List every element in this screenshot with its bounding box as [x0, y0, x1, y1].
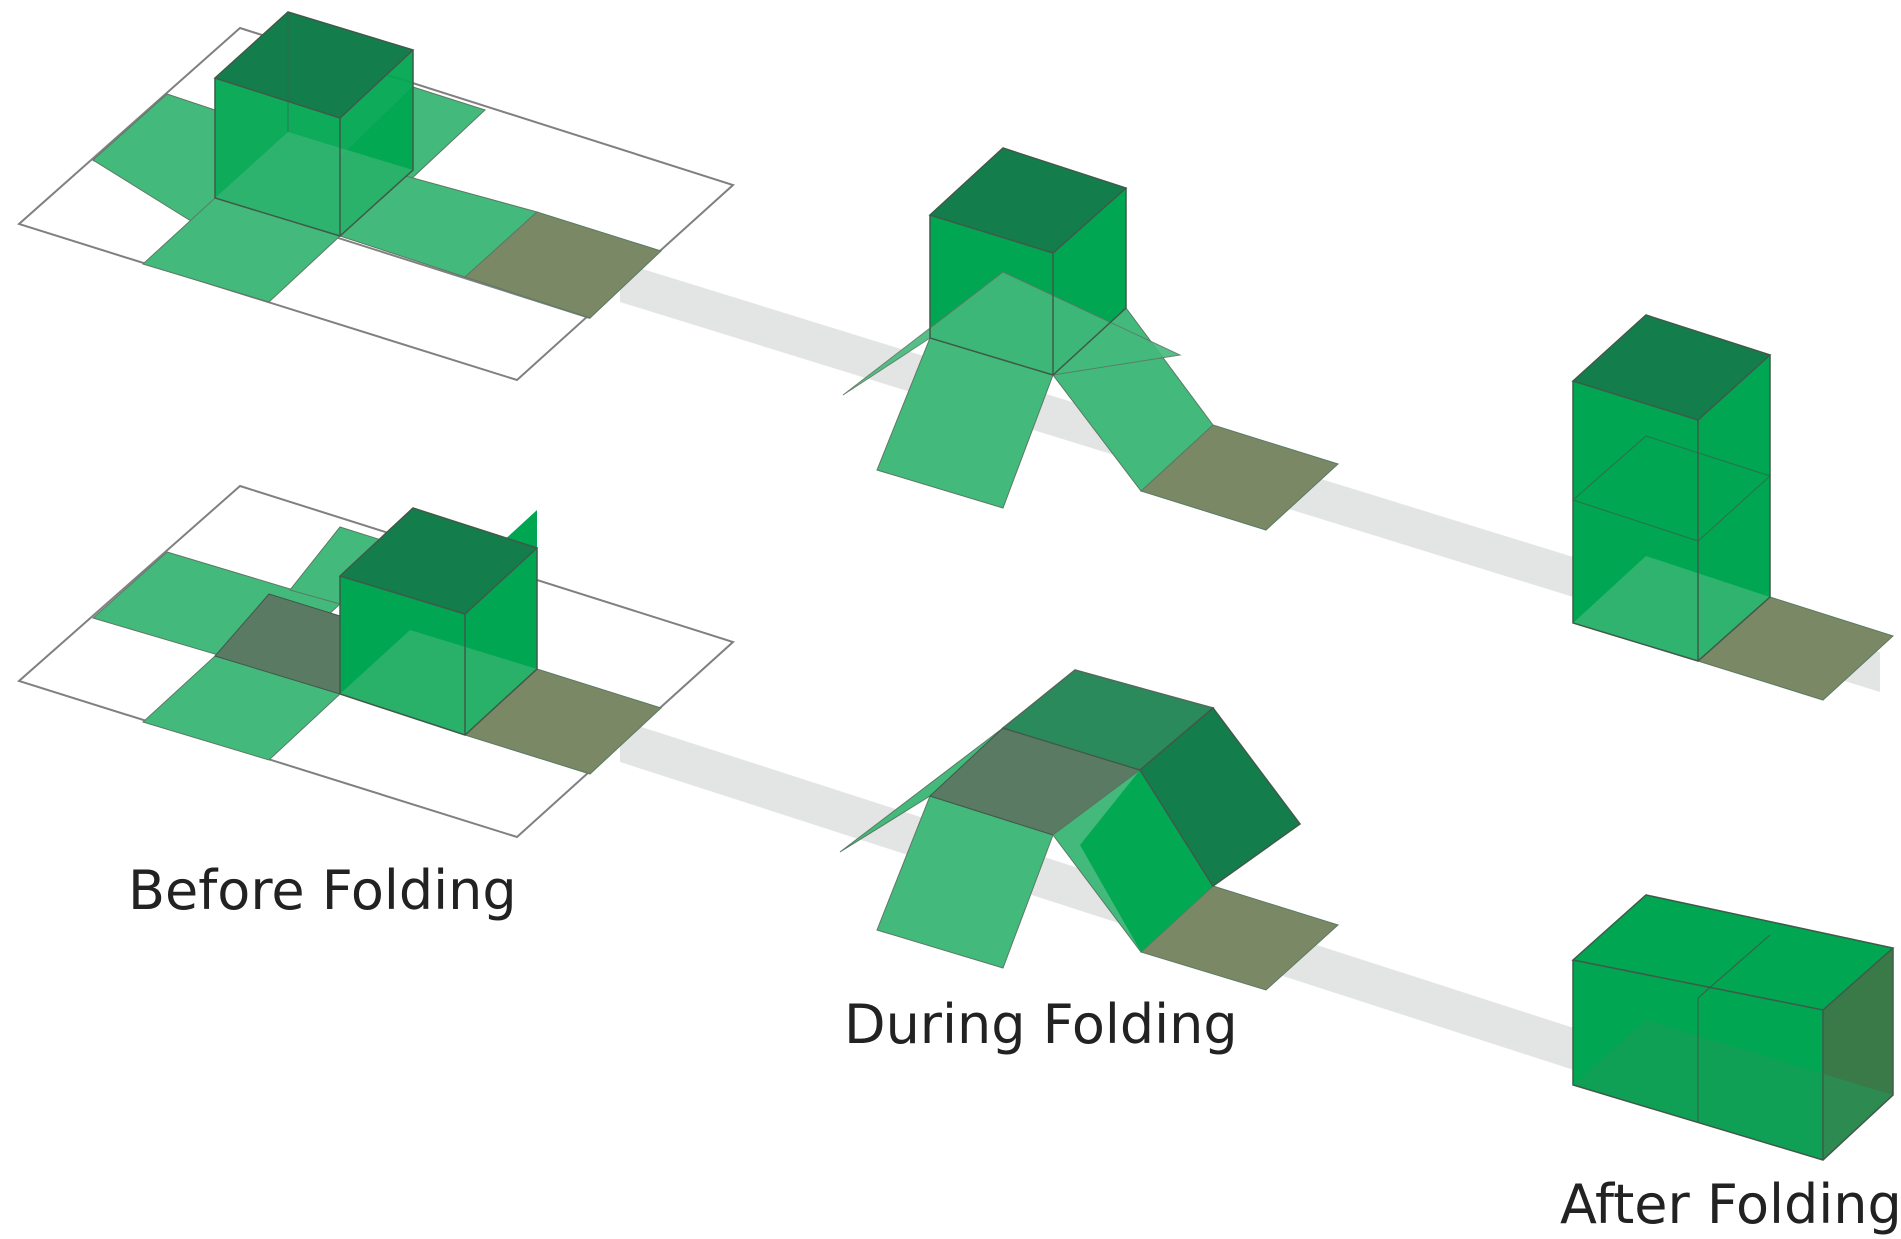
cube-edge [1139, 706, 1302, 888]
folding-flap [842, 271, 1182, 396]
net-during-bottom [839, 669, 1339, 991]
label-before-folding: Before Folding [128, 859, 517, 922]
net-during-top [842, 147, 1339, 531]
cube-bottom-overlay [215, 132, 413, 236]
net-before-top [17, 11, 735, 382]
prism-after-top [1571, 314, 1894, 701]
label-after-folding: After Folding [1560, 1173, 1901, 1236]
prism-bottom-overlay [1573, 556, 1770, 661]
cube-right-face [1140, 708, 1300, 886]
prism-mid-edge [1697, 934, 1771, 999]
label-during-folding: During Folding [844, 993, 1238, 1056]
prism-bottom-overlay [1573, 1020, 1893, 1160]
cube-front-face [1080, 770, 1213, 952]
cube-bottom-overlay [340, 630, 537, 735]
net-before-bottom [17, 484, 735, 839]
prism-after-bottom [1571, 894, 1895, 1161]
shaded-tile [464, 211, 662, 319]
